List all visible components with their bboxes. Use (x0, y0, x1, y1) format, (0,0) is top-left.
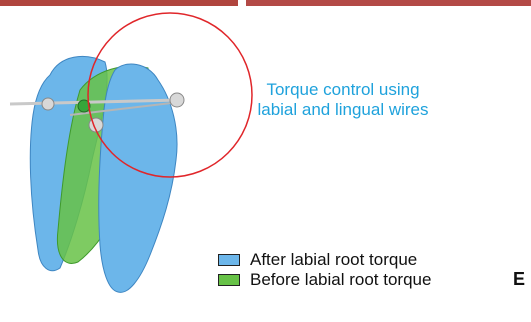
legend-swatch-before (218, 274, 240, 286)
tooth-after-front (99, 64, 177, 292)
legend-item-after: After labial root torque (218, 250, 431, 270)
legend: After labial root torque Before labial r… (218, 250, 431, 290)
legend-swatch-after (218, 254, 240, 266)
legend-label-before: Before labial root torque (250, 270, 431, 290)
bracket-right (170, 93, 184, 107)
torque-annotation: Torque control using labial and lingual … (218, 80, 468, 120)
annotation-line-2: labial and lingual wires (218, 100, 468, 120)
panel-label: E (513, 269, 525, 290)
legend-label-after: After labial root torque (250, 250, 417, 270)
legend-item-before: Before labial root torque (218, 270, 431, 290)
annotation-line-1: Torque control using (218, 80, 468, 100)
bracket-left (42, 98, 54, 110)
